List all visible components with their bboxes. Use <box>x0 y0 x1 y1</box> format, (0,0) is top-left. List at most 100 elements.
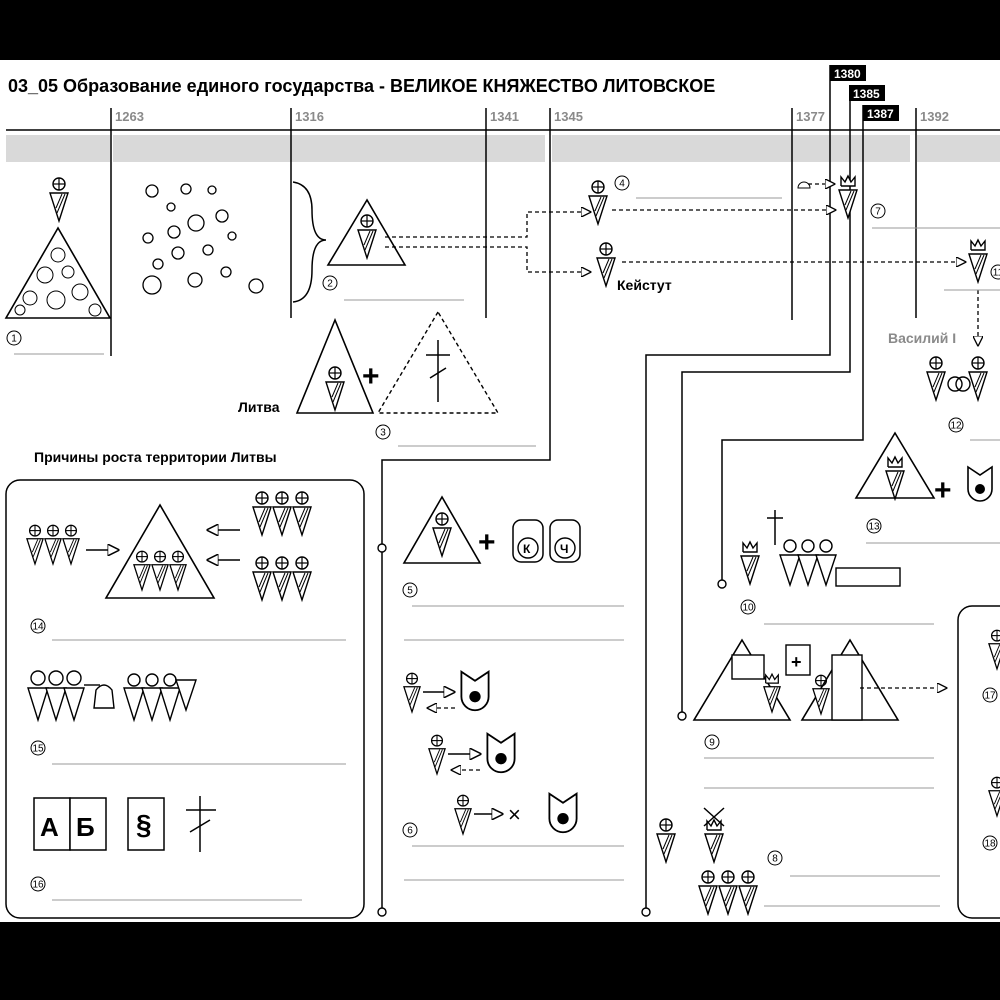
knight-figure <box>698 870 718 915</box>
marker-number: 7 <box>875 207 881 218</box>
flag-icon <box>831 654 863 721</box>
timeline-band <box>113 135 545 162</box>
marker-circle <box>30 740 46 756</box>
marker-circle <box>30 618 46 634</box>
state-triangle <box>402 495 482 564</box>
princess-figure <box>968 356 988 401</box>
marker-circle <box>6 330 22 346</box>
cross-mark: × <box>508 802 521 827</box>
marker-number: 15 <box>32 744 44 755</box>
marker-number: 17 <box>984 691 996 702</box>
knight-figure <box>738 870 758 915</box>
marker-number: 16 <box>32 880 44 891</box>
marker-group: 123456789101112131415161718 <box>6 175 1000 892</box>
marker-number: 9 <box>709 738 715 749</box>
shield-icon <box>967 466 993 502</box>
marker-number: 5 <box>407 586 413 597</box>
plus-sign: + <box>362 360 380 393</box>
marker-number: 10 <box>742 603 754 614</box>
marker-number: 3 <box>380 428 386 439</box>
rus-lands-triangle <box>376 310 500 414</box>
tribes-pyramid <box>4 177 112 319</box>
marker-number: 4 <box>619 179 625 190</box>
year-label: 1392 <box>920 109 949 124</box>
year-label: 1263 <box>115 109 144 124</box>
flag-icon <box>731 654 765 680</box>
ruler-figure <box>588 180 608 225</box>
letter-circle <box>517 537 539 559</box>
crowned-figure <box>763 673 781 713</box>
cross-out-icon <box>703 807 725 827</box>
marker-number: 18 <box>984 839 996 850</box>
marker-circle <box>767 850 783 866</box>
treaty-icon <box>785 644 811 676</box>
year-badge <box>830 65 866 81</box>
reasons-heading: Причины роста территории Литвы <box>34 449 277 465</box>
marker-number: 2 <box>327 279 333 290</box>
letter-circle <box>554 537 576 559</box>
orthodox-cross-icon <box>426 340 450 402</box>
ruler-figure <box>428 734 446 775</box>
crowned-figure <box>968 239 988 283</box>
marker-circle <box>866 518 882 534</box>
year-label: 1341 <box>490 109 519 124</box>
right-panel <box>957 605 1000 919</box>
ruler-figure <box>926 356 946 401</box>
letter-ch: Ч <box>560 542 568 556</box>
year-badge-label: 1380 <box>834 67 861 81</box>
timeline-band <box>552 135 910 162</box>
ruler-figure <box>656 818 676 863</box>
brace <box>292 181 327 303</box>
marker-number: 1 <box>11 334 17 345</box>
reason-14 <box>26 491 312 601</box>
shield-icon <box>548 792 578 834</box>
ring-icon <box>955 376 971 392</box>
year-label: 1377 <box>796 109 825 124</box>
letter-k: К <box>523 542 531 556</box>
marker-circle <box>614 175 630 191</box>
ruler-figure <box>988 629 1000 670</box>
crowned-figure <box>885 456 905 500</box>
vasily-label: Василий I <box>888 330 956 346</box>
reason-15 <box>27 670 197 723</box>
marker-circle <box>740 599 756 615</box>
page-title: 03_05 Образование единого государства - … <box>8 76 715 96</box>
ruler-figure <box>403 672 421 713</box>
timeline-band <box>917 135 1000 162</box>
ruler-figure <box>988 776 1000 817</box>
timeline-band <box>6 135 110 162</box>
marker-number: 6 <box>407 826 413 837</box>
year-badge-label: 1385 <box>853 87 880 101</box>
marker-circle <box>322 275 338 291</box>
crowned-figure <box>740 541 760 585</box>
worksheet-sheet <box>0 60 1000 922</box>
crowned-figure <box>704 819 724 863</box>
marker-circle <box>704 734 720 750</box>
marker-circle <box>870 203 886 219</box>
year-label: 1345 <box>554 109 583 124</box>
ruler-figure <box>325 366 345 411</box>
marker-circle <box>375 424 391 440</box>
marker-number: 13 <box>868 522 880 533</box>
year-badge-label: 1387 <box>867 107 894 121</box>
marker-circle <box>982 835 998 851</box>
ruler-figure <box>432 512 452 557</box>
marker-number: 14 <box>32 622 44 633</box>
section-sign: § <box>136 809 152 840</box>
knight-figure <box>718 870 738 915</box>
plus-sign: + <box>934 474 952 507</box>
reason-16: А Б § <box>33 796 216 852</box>
marker-circle <box>30 876 46 892</box>
marker-circle <box>948 417 964 433</box>
keistut-label: Кейстут <box>617 277 672 293</box>
scattered-tribes <box>142 183 264 295</box>
book-letter-b: Б <box>76 812 95 842</box>
cross-icon <box>767 510 783 545</box>
year-label: 1316 <box>295 109 324 124</box>
shield-icon <box>486 732 516 774</box>
lithuania-label: Литва <box>238 399 280 415</box>
year-lines <box>110 65 917 917</box>
dashed-arrow <box>385 246 590 272</box>
